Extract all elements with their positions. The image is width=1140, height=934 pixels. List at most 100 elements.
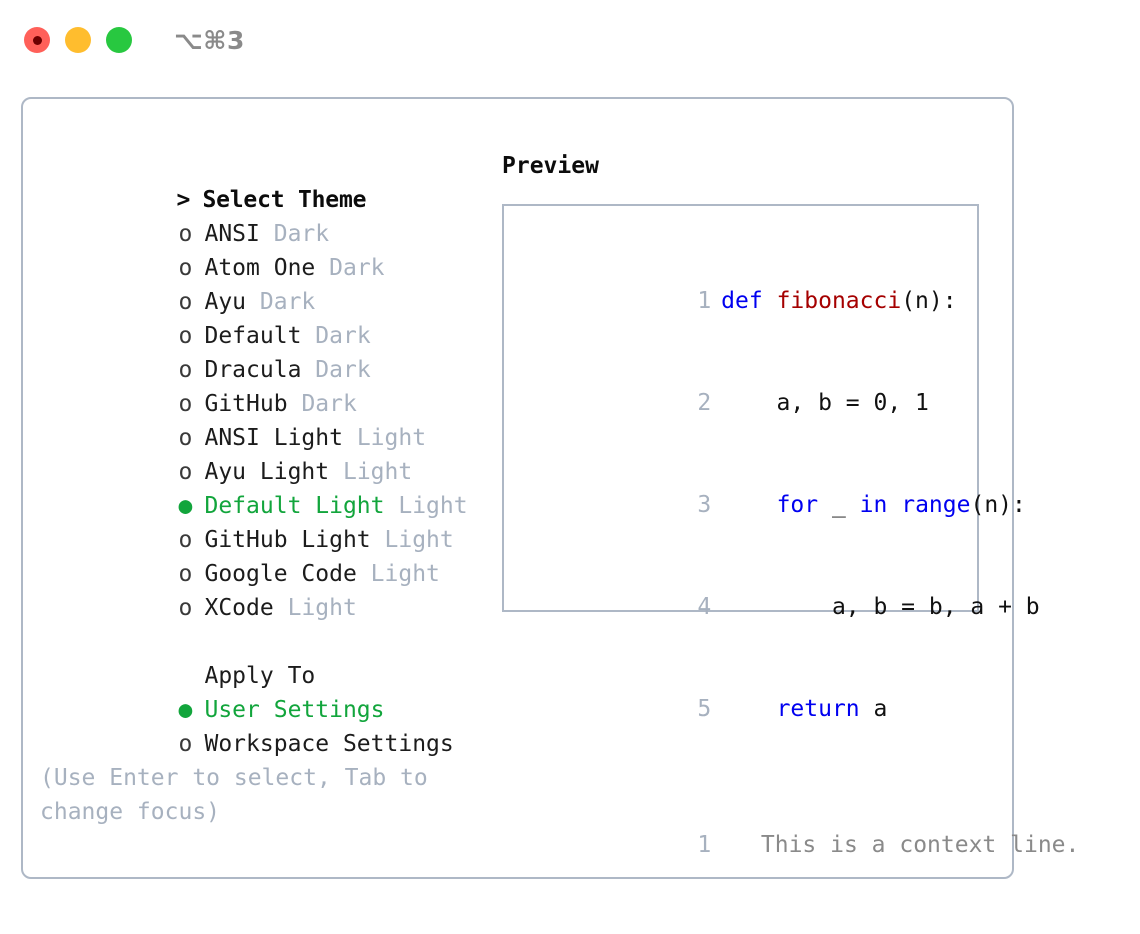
theme-mode-badge: Light [384,527,454,553]
code-token: a, b = 0, 1 [721,390,929,416]
theme-mode-badge: Light [287,595,357,621]
traffic-light-group [24,27,132,53]
radio-icon[interactable]: o [178,731,193,757]
theme-mode-badge: Light [342,459,413,485]
code-token: in [859,492,888,518]
code-token: fibonacci [776,288,902,314]
theme-name: Google Code [204,561,357,587]
code-line: 3 for _ in range(n): [519,454,1026,556]
theme-name: Default Light [204,493,385,519]
radio-icon[interactable]: o [178,595,193,621]
apply-to-header-label: Apply To [204,663,316,689]
radio-icon[interactable]: o [178,221,193,247]
theme-name: ANSI Light [204,425,343,451]
maximize-button[interactable] [106,27,132,53]
theme-mode-badge: Dark [259,289,316,315]
diff-line-context: 1 This is a context line. [519,794,1079,896]
apply-to-option-workspace[interactable]: o Workspace Settings [40,693,493,757]
radio-icon[interactable]: o [178,425,193,451]
code-token: for [776,492,819,518]
line-number: 1 [697,832,712,858]
code-token [887,492,901,518]
line-number: 5 [697,696,712,722]
minimize-button[interactable] [65,27,91,53]
code-token: _ [818,492,860,518]
code-token [721,696,776,722]
radio-selected-icon[interactable]: ● [178,697,193,723]
line-number: 2 [697,390,712,416]
theme-mode-badge: Light [370,561,440,587]
theme-name: Dracula [204,357,302,383]
code-line: 4 a, b = b, a + b [519,556,1039,658]
keyboard-hint-text: (Use Enter to select, Tab to change focu… [40,765,442,825]
apply-to-header: oApply To [40,625,493,689]
radio-selected-icon[interactable]: ● [178,493,193,519]
diff-sign [721,832,761,858]
code-line: 2 a, b = 0, 1 [519,352,977,454]
keyboard-shortcut-label: ⌥⌘3 [174,25,245,55]
diff-text: This is a context line. [760,832,1080,858]
theme-name: Atom One [204,255,316,281]
theme-mode-badge: Light [356,425,427,451]
apply-to-option-label: User Settings [204,697,385,723]
radio-icon[interactable]: o [178,459,193,485]
close-button[interactable] [24,27,50,53]
theme-list-item-selected[interactable]: ● Default Light Light [40,455,493,519]
code-token: (n): [970,492,1026,518]
apply-to-option-label: Workspace Settings [204,731,454,757]
code-line: 5 return a [519,658,977,760]
select-theme-header: >Select Theme [40,149,493,213]
theme-name: GitHub Light [204,527,371,553]
radio-icon[interactable]: o [178,561,193,587]
radio-icon[interactable]: o [178,391,193,417]
theme-name: Ayu Light [204,459,330,485]
theme-mode-badge: Dark [301,391,357,417]
theme-name: XCode [204,595,274,621]
preview-gap [519,760,977,794]
theme-name: ANSI [204,221,260,247]
code-line: 1 def fibonacci(n): [519,250,977,352]
line-number: 1 [697,288,712,314]
theme-name: Ayu [204,289,247,315]
theme-mode-badge: Dark [315,357,371,383]
radio-icon[interactable]: o [178,323,193,349]
code-token [721,492,776,518]
theme-mode-badge: Dark [273,221,330,247]
line-number: 2 [685,930,711,934]
theme-list-item[interactable]: o ANSI Dark [40,183,493,247]
title-bar: ⌥⌘3 [0,0,1140,80]
caret-icon: > [176,187,191,213]
code-token: range [901,492,971,518]
theme-name: GitHub [204,391,288,417]
radio-icon[interactable]: o [178,357,193,383]
theme-mode-badge: Light [398,493,468,519]
theme-name: Default [204,323,302,349]
code-token: def [721,288,777,314]
diff-line-deleted: 2- This line was deleted. [519,896,977,934]
radio-icon[interactable]: o [178,255,193,281]
theme-mode-badge: Dark [315,323,371,349]
preview-title: Preview [502,153,599,179]
radio-icon[interactable]: o [178,527,193,553]
theme-list-item[interactable]: o GitHub Light Light [40,489,493,553]
line-number: 3 [697,492,712,518]
code-token: (n): [901,288,957,314]
apply-to-marker-placeholder: o [178,659,204,693]
apply-to-option-user[interactable]: ● User Settings [40,659,493,723]
radio-icon[interactable]: o [178,289,193,315]
code-token: a, b = b, a + b [721,594,1040,620]
